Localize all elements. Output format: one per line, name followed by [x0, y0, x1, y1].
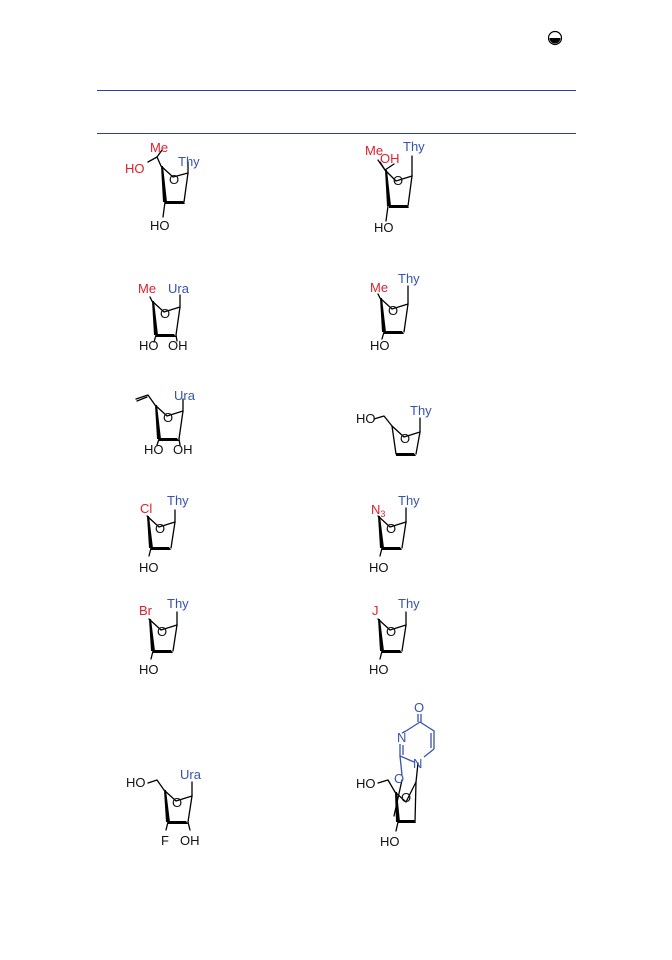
molecule-2: Me OH O Thy HO	[365, 139, 425, 235]
molecule-1: Me HO O Thy HO	[125, 140, 200, 233]
ring-nitrogen-label: N	[413, 756, 422, 771]
methyl-label: Me	[370, 280, 388, 295]
molecule-3: Me O Ura HO OH	[138, 281, 190, 353]
hydroxyl-label: HO	[370, 338, 390, 353]
hydroxyl-label: OH	[168, 338, 188, 353]
ring-oxygen-label: O	[157, 624, 167, 639]
ring-oxygen-label: O	[163, 410, 173, 425]
hydroxyl-label: HO	[125, 161, 145, 176]
molecule-8: N3 O Thy HO	[369, 493, 420, 575]
base-label: Thy	[398, 493, 420, 508]
base-label: Thy	[398, 596, 420, 611]
ring-oxygen-label: O	[155, 521, 165, 536]
circle-half-icon	[547, 30, 563, 46]
molecule-4: Me O Thy HO	[370, 271, 420, 353]
azido-label: N3	[371, 502, 385, 519]
hydroxyl-label: HO	[139, 338, 159, 353]
methyl-label: Me	[365, 143, 383, 158]
table-top-rule	[97, 90, 576, 91]
hydroxyl-label: HO	[356, 776, 376, 791]
ring-oxygen-label: O	[172, 795, 182, 810]
base-label: Ura	[180, 767, 202, 782]
hydroxyl-label: HO	[144, 442, 164, 457]
carbonyl-oxygen-label: O	[414, 700, 424, 715]
base-label: Thy	[410, 403, 432, 418]
ring-oxygen-label: O	[386, 624, 396, 639]
base-label: Thy	[167, 596, 189, 611]
molecule-11: HO O Ura F OH	[126, 767, 202, 848]
ring-oxygen-label: O	[388, 303, 398, 318]
hydroxyl-label: HO	[139, 560, 159, 575]
methyl-label: Me	[138, 281, 156, 296]
hydroxyl-label: HO	[369, 560, 389, 575]
molecule-12: O N N O O HO HO	[356, 700, 435, 849]
base-label: Thy	[178, 154, 200, 169]
bridge-oxygen-label: O	[394, 771, 404, 786]
ring-oxygen-label: O	[400, 431, 410, 446]
bromo-label: Br	[139, 603, 153, 618]
hydroxyl-label: HO	[369, 662, 389, 677]
hydroxyl-label: HO	[380, 834, 400, 849]
table-header-rule	[97, 133, 576, 134]
ring-oxygen-label: O	[169, 172, 179, 187]
hydroxyl-label: HO	[374, 220, 394, 235]
molecule-5: O Ura HO OH	[135, 388, 196, 457]
hydroxyl-label: HO	[126, 775, 146, 790]
fluoro-label: F	[161, 833, 169, 848]
molecule-6: HO O Thy	[356, 403, 432, 456]
methyl-label: Me	[150, 140, 168, 155]
ring-oxygen-label: O	[160, 306, 170, 321]
base-label: Thy	[398, 271, 420, 286]
base-label: Ura	[174, 388, 196, 403]
hydroxyl-label: OH	[380, 151, 400, 166]
ring-oxygen-label: O	[393, 173, 403, 188]
iodo-label: J	[372, 603, 379, 618]
molecule-10: J O Thy HO	[369, 596, 420, 677]
chloro-label: Cl	[140, 501, 152, 516]
molecule-7: Cl O Thy HO	[139, 493, 189, 575]
ring-oxygen-label: O	[401, 790, 411, 805]
ring-nitrogen-label: N	[397, 730, 406, 745]
hydroxyl-label: HO	[356, 411, 376, 426]
ring-oxygen-label: O	[386, 521, 396, 536]
base-label: Thy	[403, 139, 425, 154]
base-label: Ura	[168, 281, 190, 296]
molecule-9: Br O Thy HO	[139, 596, 189, 677]
hydroxyl-label: OH	[180, 833, 200, 848]
hydroxyl-label: HO	[150, 218, 170, 233]
hydroxyl-label: HO	[139, 662, 159, 677]
hydroxyl-label: OH	[173, 442, 193, 457]
base-label: Thy	[167, 493, 189, 508]
